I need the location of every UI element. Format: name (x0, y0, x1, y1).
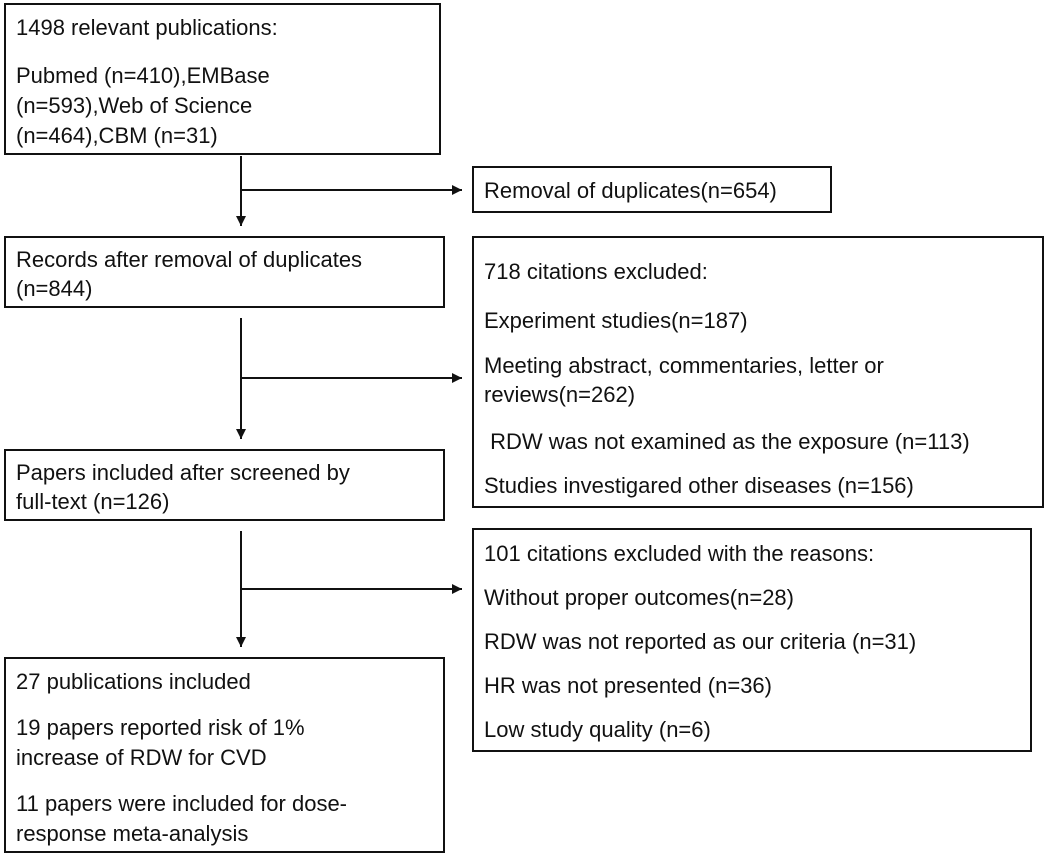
included-line: 19 papers reported risk of 1% (16, 715, 305, 740)
full-text-screened-line: Papers included after screened by (16, 460, 350, 485)
search-sources-line: (n=464),CBM (n=31) (16, 123, 218, 148)
exclusion-box-101: 101 citations excluded with the reasons:… (472, 528, 1032, 752)
records-after-duplicates-line: (n=844) (16, 276, 93, 301)
exclusion-reason: Studies investigared other diseases (n=1… (484, 473, 914, 498)
exclusion-reason: Low study quality (n=6) (484, 717, 711, 742)
full-text-screened-line: full-text (n=126) (16, 489, 170, 514)
included-publications-box: 27 publications included 19 papers repor… (4, 657, 445, 853)
records-after-duplicates-box: Records after removal of duplicates (n=8… (4, 236, 445, 308)
search-sources-line: Pubmed (n=410),EMBase (16, 63, 270, 88)
exclusion-reason: Without proper outcomes(n=28) (484, 585, 794, 610)
search-total-label: 1498 relevant publications: (16, 15, 278, 40)
exclusion-reason: reviews(n=262) (484, 382, 636, 407)
included-line: 11 papers were included for dose- (16, 791, 348, 816)
search-sources-line: (n=593),Web of Science (16, 93, 253, 118)
full-text-screened-box: Papers included after screened by full-t… (4, 449, 445, 521)
exclusion-reason: HR was not presented (n=36) (484, 673, 772, 698)
exclusion-reason: Experiment studies(n=187) (484, 308, 748, 333)
included-line: response meta-analysis (16, 821, 249, 846)
exclusion-reason: RDW was not examined as the exposure (n=… (484, 429, 970, 454)
exclusion-reason: Meeting abstract, commentaries, letter o… (484, 353, 884, 378)
search-results-box: 1498 relevant publications: Pubmed (n=41… (4, 3, 441, 155)
records-after-duplicates-line: Records after removal of duplicates (16, 247, 363, 272)
duplicates-removed-label: Removal of duplicates(n=654) (484, 178, 777, 203)
exclusion-title: 718 citations excluded: (484, 259, 708, 284)
exclusion-box-718: 718 citations excluded: Experiment studi… (472, 236, 1044, 508)
duplicates-removed-box: Removal of duplicates(n=654) (472, 166, 832, 213)
exclusion-title: 101 citations excluded with the reasons: (484, 541, 875, 566)
included-title: 27 publications included (16, 669, 251, 694)
included-line: increase of RDW for CVD (16, 745, 267, 770)
exclusion-reason: RDW was not reported as our criteria (n=… (484, 629, 917, 654)
